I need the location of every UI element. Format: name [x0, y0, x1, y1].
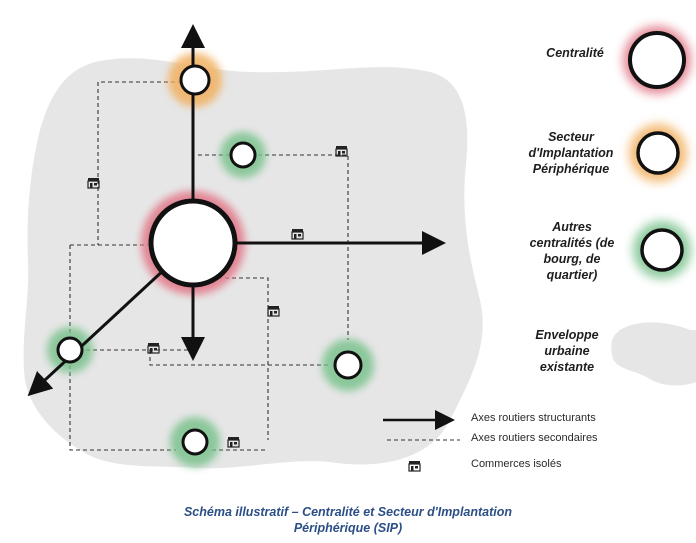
nodes: [56, 64, 363, 456]
secondary-road: [69, 365, 176, 451]
key-structuring-label: Axes routiers structurants: [471, 412, 596, 424]
urban-envelope: [23, 58, 483, 469]
key-shop-icon: [408, 460, 421, 472]
autres-node: [229, 141, 257, 169]
autres-node: [333, 350, 363, 380]
secondary-road: [149, 350, 330, 366]
key-secondary-label: Axes routiers secondaires: [471, 432, 598, 444]
secondary-road: [258, 154, 349, 340]
caption-line-2: Périphérique (SIP): [293, 521, 403, 535]
autres-node: [56, 336, 84, 364]
legend-enveloppe-label: Enveloppe urbaine existante: [535, 328, 599, 374]
secondary-roads: [69, 81, 349, 451]
secondary-road: [190, 277, 269, 440]
legend-autres-icon: [640, 228, 684, 272]
legend-sip-icon: [636, 131, 680, 175]
legend-sip-label: Secteur d'Implantation Périphérique: [528, 130, 614, 176]
centralite-node: [148, 198, 238, 288]
sip-node: [179, 64, 211, 96]
legend-autres-label: Autres centralités (de bourg, de quartie…: [529, 220, 615, 282]
legend-symbols: [611, 26, 696, 386]
secondary-road: [97, 81, 182, 245]
legend-centralite-label: Centralité: [546, 46, 604, 60]
figure-caption: Schéma illustratif – Centralité et Secte…: [0, 504, 696, 536]
legend-centralite-icon: [628, 31, 686, 89]
autres-node: [181, 428, 209, 456]
key-shops-label: Commerces isolés: [471, 458, 562, 470]
caption-line-1: Schéma illustratif – Centralité et Secte…: [183, 505, 513, 519]
legend-enveloppe-shape: [611, 322, 696, 386]
key: [383, 410, 460, 472]
